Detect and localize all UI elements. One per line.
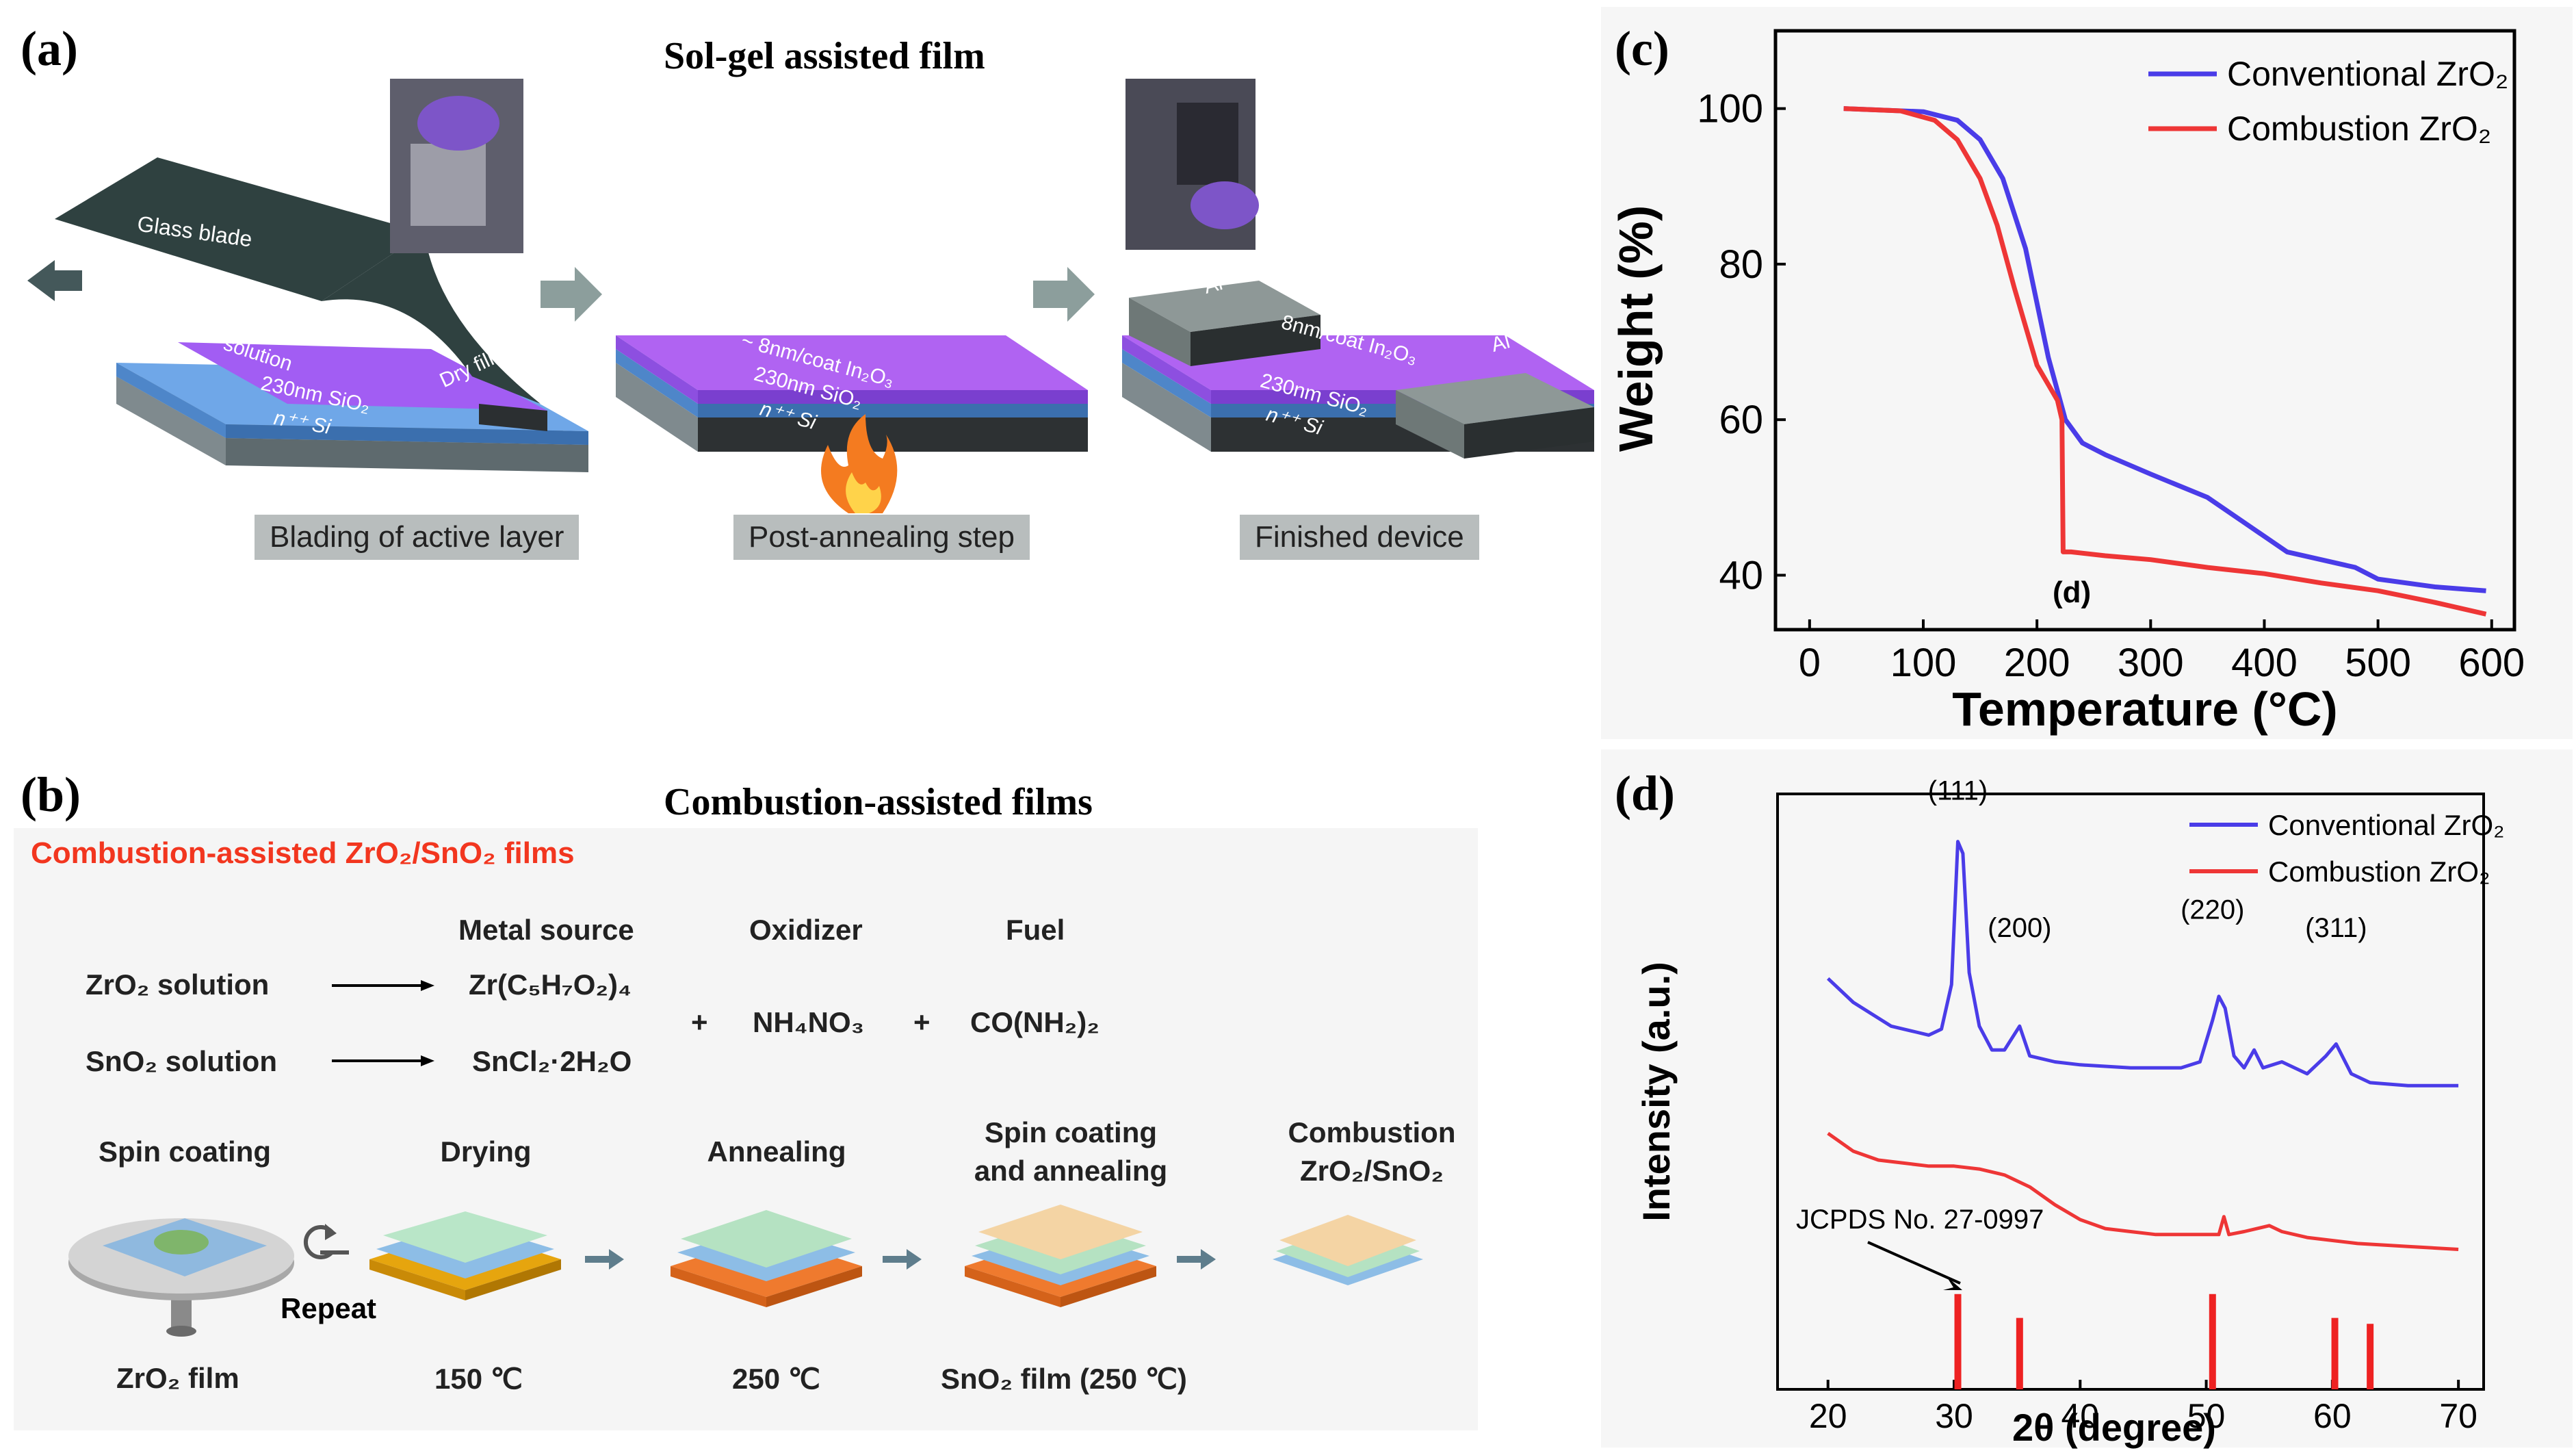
xrd-peak-label: (200) [1988,913,2051,943]
xrd-xtick-label: 50 [2187,1397,2226,1435]
repeat-label: Repeat [281,1292,377,1324]
tga-xtick-label: 0 [1799,641,1821,685]
tga-plot-frame [1773,29,2516,632]
xrd-xtick-label: 70 [2439,1397,2477,1435]
xrd-jcpds-label: JCPDS No. 27-0997 [1796,1205,2044,1235]
device-annealing [616,335,1088,513]
panel-c-background [1601,7,2573,739]
tga-xtick-label: 300 [2118,641,2184,685]
bottom-250c: 250 ℃ [732,1363,820,1395]
xrd-series-line-0 [1826,840,2459,1088]
step-annealing: Annealing [707,1135,846,1168]
device-blading [55,79,588,472]
tga-series-line-1 [1843,106,2487,617]
panel-a-illustration [27,79,1594,513]
xrd-xtick-label: 20 [1809,1397,1847,1435]
tga-ytick-label: 40 [1719,553,1763,597]
tga-xtick-label: 400 [2231,641,2298,685]
xrd-peak-labels: (111) (200) (220) (311) [1928,776,2367,943]
jcpds-arrow [1867,1241,1962,1290]
xrd-xtick-label: 60 [2313,1397,2352,1435]
tga-ytick-label: 80 [1719,242,1763,287]
substrate-drying [369,1211,561,1300]
step-spin-annealing: Spin coating and annealing [974,1116,1168,1187]
xrd-peak-label: (311) [2305,913,2367,943]
tga-legend [2148,71,2217,131]
bottom-sno2-film: SnO₂ film (250 ℃) [941,1363,1187,1395]
header-oxidizer: Oxidizer [749,914,863,946]
step-spin-coating: Spin coating [99,1135,271,1168]
panel-b-background [14,828,1478,1430]
step-drying: Drying [440,1135,532,1168]
panel-d-background [1601,749,2573,1448]
fuel-formula: CO(NH₂)₂ [970,1006,1100,1038]
xrd-xtick-label: 30 [1935,1397,1973,1435]
tga-series [1843,106,2487,617]
xrd-axis-ticks: 20 30 40 50 60 70 [1809,1380,2477,1435]
plus-sign-2: + [913,1006,931,1038]
xrd-legend-combustion: Combustion ZrO₂ [2268,856,2490,888]
bottom-zro2-film: ZrO₂ film [116,1362,239,1394]
tga-ytick-label: 100 [1697,87,1763,131]
panel-d-letter: (d) [1615,766,1675,821]
caption-blading: Blading of active layer [255,515,580,560]
sno2-solution-label: SnO₂ solution [86,1045,277,1077]
step-combustion: Combustion ZrO₂/SnO₂ [1288,1116,1456,1187]
xrd-legend [2189,823,2258,873]
xrd-reference-peaks [1954,1294,2374,1389]
panel-c-letter: (c) [1615,21,1669,76]
tga-xtick-label: 100 [1890,641,1957,685]
tga-x-label: Temperature (°C) [1952,682,2337,736]
tga-legend-conventional: Conventional ZrO₂ [2227,55,2508,93]
caption-annealing: Post-annealing step [733,515,1030,560]
pull-arrow-icon [27,260,82,301]
spin-coater-icon [68,1218,294,1337]
substrate-final [1273,1215,1423,1285]
bottom-150c: 150 ℃ [434,1363,523,1395]
tga-legend-combustion: Combustion ZrO₂ [2227,110,2491,148]
flame-icon [821,414,898,513]
xrd-series [1826,840,2459,1251]
tga-xtick-label: 500 [2345,641,2411,685]
xrd-xtick-label: 40 [2061,1397,2099,1435]
substrate-sno2 [965,1205,1156,1307]
xrd-chart: 20 30 40 50 60 70 (111) (200) (220) (311) Conven… [1635,776,2504,1449]
sn-source: SnCl₂·2H₂O [472,1045,632,1077]
tga-axis-ticks: 0 100 200 300 400 500 600 40 60 80 100 [1697,87,2525,685]
panel-a-letter: (a) [21,21,78,76]
oxidizer-formula: NH₄NO₃ [753,1006,865,1038]
substrate-annealing [671,1210,862,1307]
xrd-legend-conventional: Conventional ZrO₂ [2268,809,2504,841]
solution-arrows [332,980,434,1066]
panel-b-letter: (b) [21,767,81,822]
repeat-icon [303,1224,349,1259]
caption-finished: Finished device [1240,515,1479,560]
panel-b-title: Combustion-assisted films [664,781,1093,823]
tga-xtick-label: 200 [2004,641,2070,685]
tga-inner-label: (d) [2053,576,2091,609]
xrd-plot-frame [1776,793,2485,1391]
tga-series-line-0 [1843,106,2486,593]
tga-y-label: Weight (%) [1609,205,1663,452]
device-finished [1122,79,1594,459]
zr-source: Zr(C₅H₇O₂)₄ [469,968,632,1001]
panel-a-title: Sol-gel assisted film [664,35,985,77]
xrd-y-label: Intensity (a.u.) [1635,962,1678,1222]
tga-chart: 0 100 200 300 400 500 600 40 60 80 100 Conventiona… [1609,29,2525,736]
panel-b-red-title: Combustion-assisted ZrO₂/SnO₂ films [31,836,575,870]
tga-xtick-label: 600 [2458,641,2525,685]
xrd-x-label: 2θ (degree) [2012,1406,2216,1449]
process-illustration [68,1205,1423,1337]
xrd-peak-label: (111) [1928,776,1988,806]
zro2-solution-label: ZrO₂ solution [86,968,270,1001]
header-fuel: Fuel [1006,914,1065,946]
xrd-series-line-1 [1827,1131,2459,1251]
plus-sign-1: + [691,1006,708,1038]
tga-ytick-label: 60 [1719,398,1763,442]
header-metal-source: Metal source [458,914,634,946]
xrd-peak-label: (220) [2181,895,2244,925]
